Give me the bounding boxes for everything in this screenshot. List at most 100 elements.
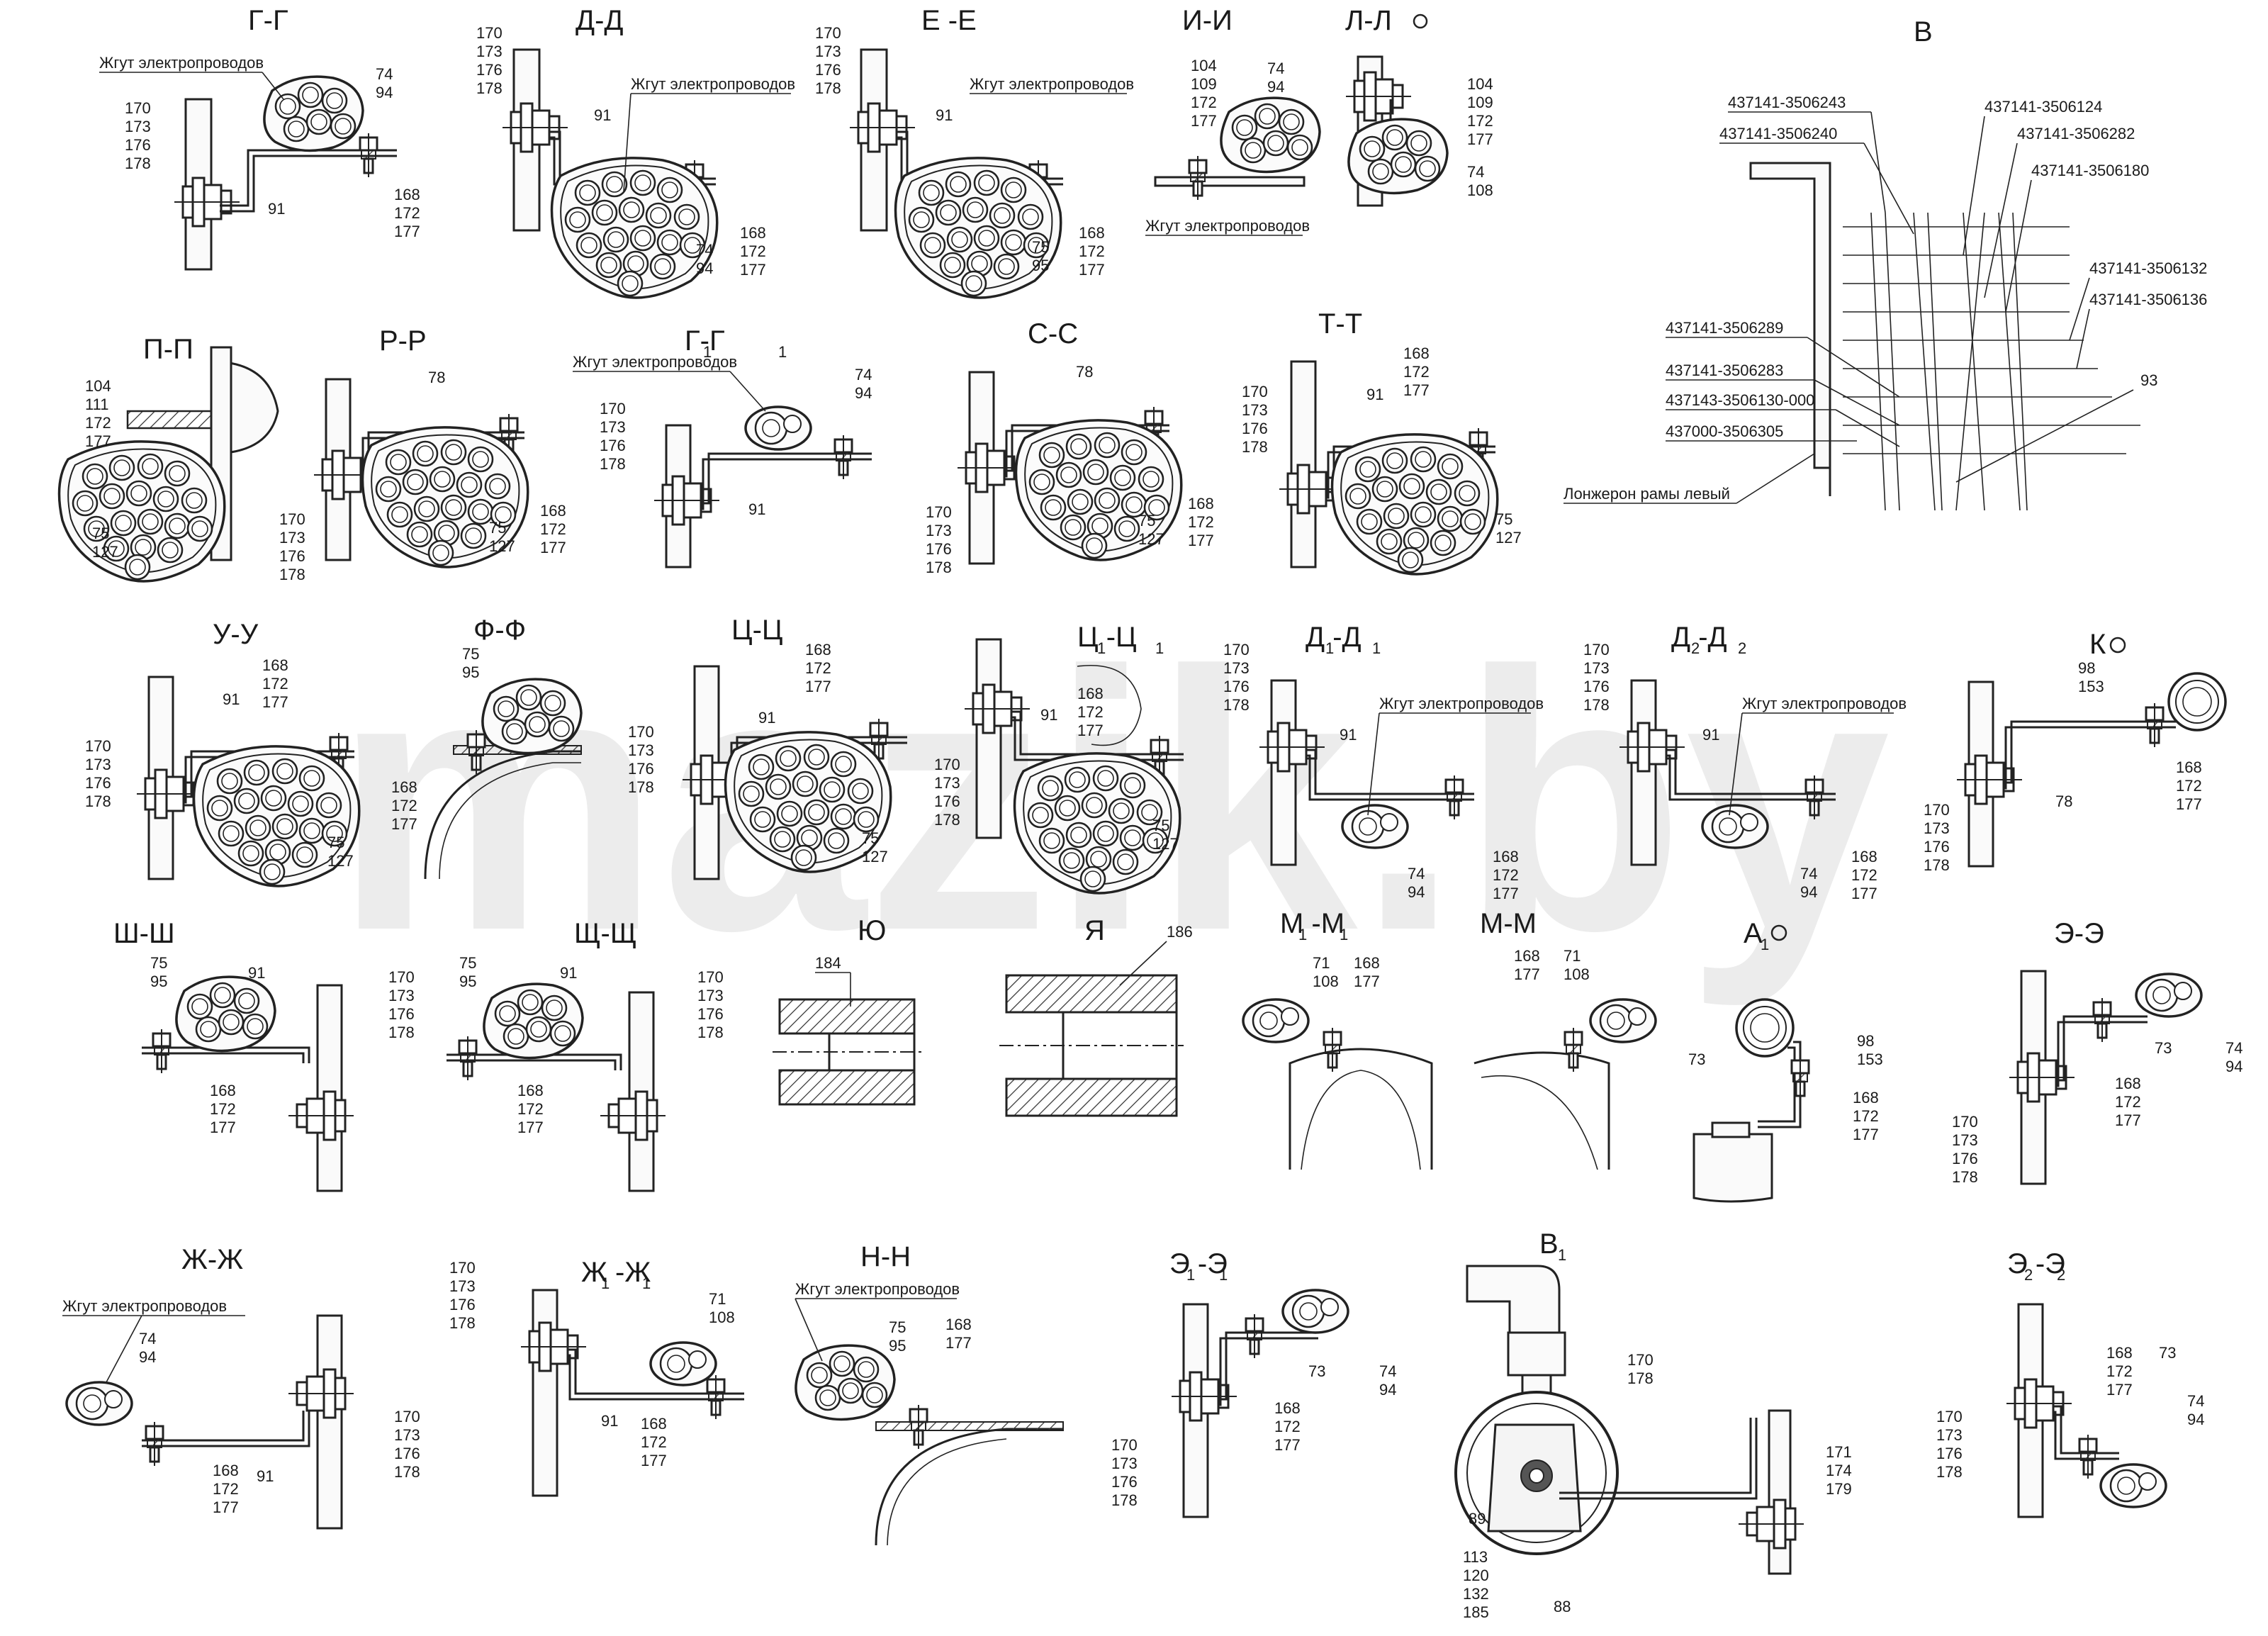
- view-title: В: [1539, 1228, 1559, 1260]
- nut-num-1: 168: [210, 1082, 236, 1099]
- view-e2: Э -Э 2 2 170 173 176 178 168 172 177 73 …: [1936, 1248, 2204, 1518]
- nut-num-2: 172: [1493, 866, 1519, 884]
- clip-code: 108: [1564, 965, 1590, 983]
- label-173: 173: [279, 529, 305, 547]
- nut-num-3: 177: [740, 261, 766, 279]
- label-178: 178: [476, 79, 503, 97]
- harness-label: Жгут электропроводов: [62, 1297, 227, 1315]
- harness-label: Жгут электропроводов: [1145, 217, 1310, 235]
- view-title: А: [1744, 918, 1763, 949]
- view-c1: Ц -Ц 1 1 91 170 173 176 178 168 172 177 …: [934, 622, 1184, 893]
- view-ya: Я 186: [999, 915, 1193, 1117]
- view-pp: П-П 104 111 172 177 75 127: [60, 334, 279, 581]
- part-174: 174: [1826, 1462, 1852, 1479]
- label-178: 178: [1627, 1369, 1654, 1387]
- view-sub: 1: [703, 343, 712, 361]
- part-89: 89: [1469, 1510, 1486, 1528]
- clip-code: 108: [1313, 973, 1339, 990]
- view-title: М -М: [1280, 908, 1344, 939]
- view-sub: 1: [601, 1274, 610, 1292]
- clip-code: 127: [862, 848, 888, 865]
- nut-num-2: 172: [262, 675, 288, 693]
- label-172: 172: [85, 414, 111, 432]
- clip-code: 95: [889, 1337, 906, 1355]
- nut-num-1: 168: [517, 1082, 544, 1099]
- bracket-num: 73: [2155, 1039, 2172, 1057]
- nut-num-1: 168: [394, 186, 420, 203]
- nut-num-2: 172: [2176, 777, 2202, 795]
- view-title: Д -Д: [1671, 622, 1727, 653]
- bracket-num: 91: [248, 964, 265, 982]
- harness-label: Жгут электропроводов: [631, 75, 795, 93]
- nut-num-3: 177: [394, 223, 420, 240]
- nut-num-1: 168: [805, 641, 831, 659]
- view-title: Щ-Щ: [574, 918, 636, 949]
- view-title: М-М: [1480, 908, 1537, 939]
- view-sub: 1: [1097, 639, 1106, 657]
- nut-num-2: 172: [1403, 363, 1430, 381]
- nut-num-2: 172: [394, 204, 420, 222]
- view-ff: Ф-Ф 75 95 168 172 177: [391, 615, 581, 880]
- clip-num: 75: [1138, 512, 1155, 530]
- nut-num-3: 177: [641, 1452, 667, 1469]
- label-176: 176: [815, 61, 841, 79]
- view-title: Г-Г: [248, 5, 288, 36]
- view-m1: М -М 1 1 71 108 168 177: [1242, 908, 1433, 1170]
- harness-label: Жгут электропроводов: [573, 353, 737, 371]
- label-178: 178: [934, 811, 960, 829]
- label-176: 176: [934, 792, 960, 810]
- view-title: Н-Н: [860, 1241, 911, 1272]
- harness-label: Жгут электропроводов: [1742, 695, 1907, 712]
- clip-num: 75: [150, 954, 167, 972]
- clip-num: 75: [459, 954, 476, 972]
- view-rr: Р-Р 78 170 173 176 178 75 127 168 172 17…: [279, 325, 566, 583]
- nut-num-1: 168: [540, 502, 566, 520]
- clip-num: 71: [1564, 947, 1581, 965]
- label-170: 170: [394, 1408, 420, 1425]
- label-178: 178: [279, 566, 305, 583]
- nut-num-3: 177: [1274, 1436, 1301, 1454]
- label-170: 170: [1223, 641, 1250, 659]
- bracket-num: 91: [1366, 386, 1383, 403]
- label-170: 170: [449, 1259, 476, 1277]
- nut-num-1: 168: [1514, 947, 1540, 965]
- nut-num-1: 168: [1079, 224, 1105, 242]
- view-title: У-У: [213, 619, 259, 650]
- view-shch: Щ-Щ 75 95 91 170 173 176 178 168 172 177: [447, 918, 724, 1192]
- label-176: 176: [1952, 1150, 1978, 1167]
- nut-num-2: 172: [1851, 866, 1877, 884]
- label-170: 170: [1111, 1436, 1138, 1454]
- part-120: 120: [1463, 1567, 1489, 1584]
- nut-num-2: 177: [945, 1334, 972, 1352]
- nut-num-3: 177: [210, 1119, 236, 1136]
- view-sub-2: 2: [2057, 1266, 2065, 1284]
- label-178: 178: [628, 778, 654, 796]
- view-title: Д -Д: [1306, 622, 1362, 653]
- clip-num: 75: [327, 834, 344, 851]
- clip-code: 153: [1857, 1050, 1883, 1068]
- nut-num-3: 177: [1493, 885, 1519, 902]
- view-d2: Д -Д 2 2 Жгут электропроводов 91 170 173…: [1583, 622, 1907, 902]
- label-173: 173: [1111, 1455, 1138, 1472]
- label-176: 176: [279, 547, 305, 565]
- view-sub: 2: [2024, 1266, 2033, 1284]
- label-173: 173: [1223, 659, 1250, 677]
- label-170: 170: [628, 723, 654, 741]
- nut-num-2: 172: [1853, 1107, 1879, 1125]
- view-title: И-И: [1182, 5, 1233, 36]
- label-178: 178: [394, 1463, 420, 1481]
- label-104: 104: [1191, 57, 1217, 74]
- label-176: 176: [628, 760, 654, 778]
- label-173: 173: [815, 43, 841, 60]
- label-178: 178: [125, 155, 151, 172]
- view-sh: Ш-Ш 75 95 91 170 173 176 178 168 172 177: [113, 918, 415, 1192]
- clip-code: 127: [489, 537, 515, 555]
- clip-num: 71: [1313, 954, 1330, 972]
- nut-num-3: 177: [1079, 261, 1105, 279]
- clip-code: 153: [2078, 678, 2104, 695]
- bracket-num: 78: [1076, 363, 1093, 381]
- clip-num: 74: [1800, 865, 1817, 883]
- view-ss: С-С 78 170 173 176 178 75 127 168 172 17…: [926, 318, 1214, 576]
- label-176: 176: [600, 437, 626, 454]
